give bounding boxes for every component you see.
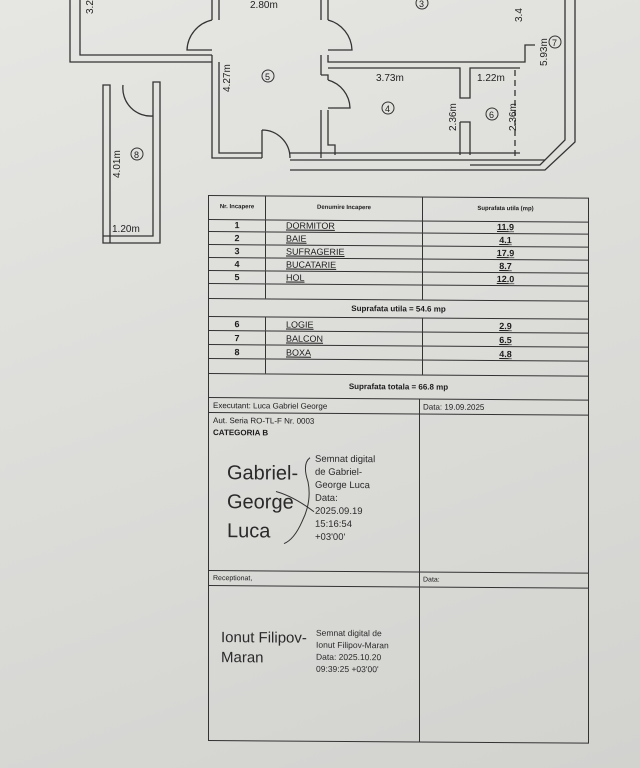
- walls: [69, 0, 576, 244]
- dimension-label: 5.93m: [539, 38, 550, 66]
- dimension-label: 2.80m: [250, 0, 278, 11]
- dimension-label: 4.01m: [112, 150, 123, 178]
- dimension-label: 3.2: [85, 0, 96, 14]
- room-markers: 3 5 4 6 7 8: [130, 0, 562, 161]
- dimension-label: 4.27m: [222, 64, 233, 92]
- dimension-label: 1.22m: [477, 73, 505, 84]
- column-divider: [419, 399, 420, 742]
- date-label: Data: 19.09.2025: [423, 402, 485, 412]
- floor-plan: 2.80m 3.2 3.4 5.93m 4.27m 3.73m 1.22m 2.…: [69, 0, 576, 244]
- executant-label: Executant: Luca Gabriel George: [213, 400, 328, 411]
- header-name: Denumire Incapere: [266, 196, 423, 221]
- authorization-text: Aut. Seria RO-TL-F Nr. 0003: [213, 416, 315, 426]
- header-area: Suprafata utila (mp): [477, 205, 534, 213]
- header-nr: Nr. Incapere: [209, 196, 266, 220]
- executant-row: Executant: Luca Gabriel George Data: 19.…: [209, 398, 588, 416]
- svg-text:8: 8: [134, 150, 139, 160]
- date2-label: Data:: [423, 576, 440, 584]
- dimension-label: 2.36m: [508, 103, 519, 131]
- signature-scribble: [275, 457, 315, 544]
- dimension-label: 2.36m: [448, 103, 459, 131]
- svg-text:5: 5: [265, 72, 270, 82]
- svg-text:6: 6: [489, 110, 494, 120]
- svg-text:3: 3: [419, 0, 424, 9]
- total-row: Suprafata totala = 66.8 mp: [209, 374, 588, 401]
- room-area-table: Nr. Incapere Denumire Incapere Suprafata…: [208, 195, 589, 744]
- door-arcs: [122, 19, 353, 159]
- receptionat-row: Receptionat, Data:: [209, 570, 588, 589]
- svg-text:7: 7: [552, 38, 557, 48]
- dimension-label: 3.73m: [376, 73, 404, 84]
- dimension-label: 1.20m: [112, 224, 140, 235]
- dimension-label: 3.4: [514, 8, 525, 22]
- svg-text:4: 4: [385, 104, 390, 114]
- receptionat-label: Receptionat,: [213, 574, 253, 582]
- category-text: CATEGORIA B: [213, 428, 269, 438]
